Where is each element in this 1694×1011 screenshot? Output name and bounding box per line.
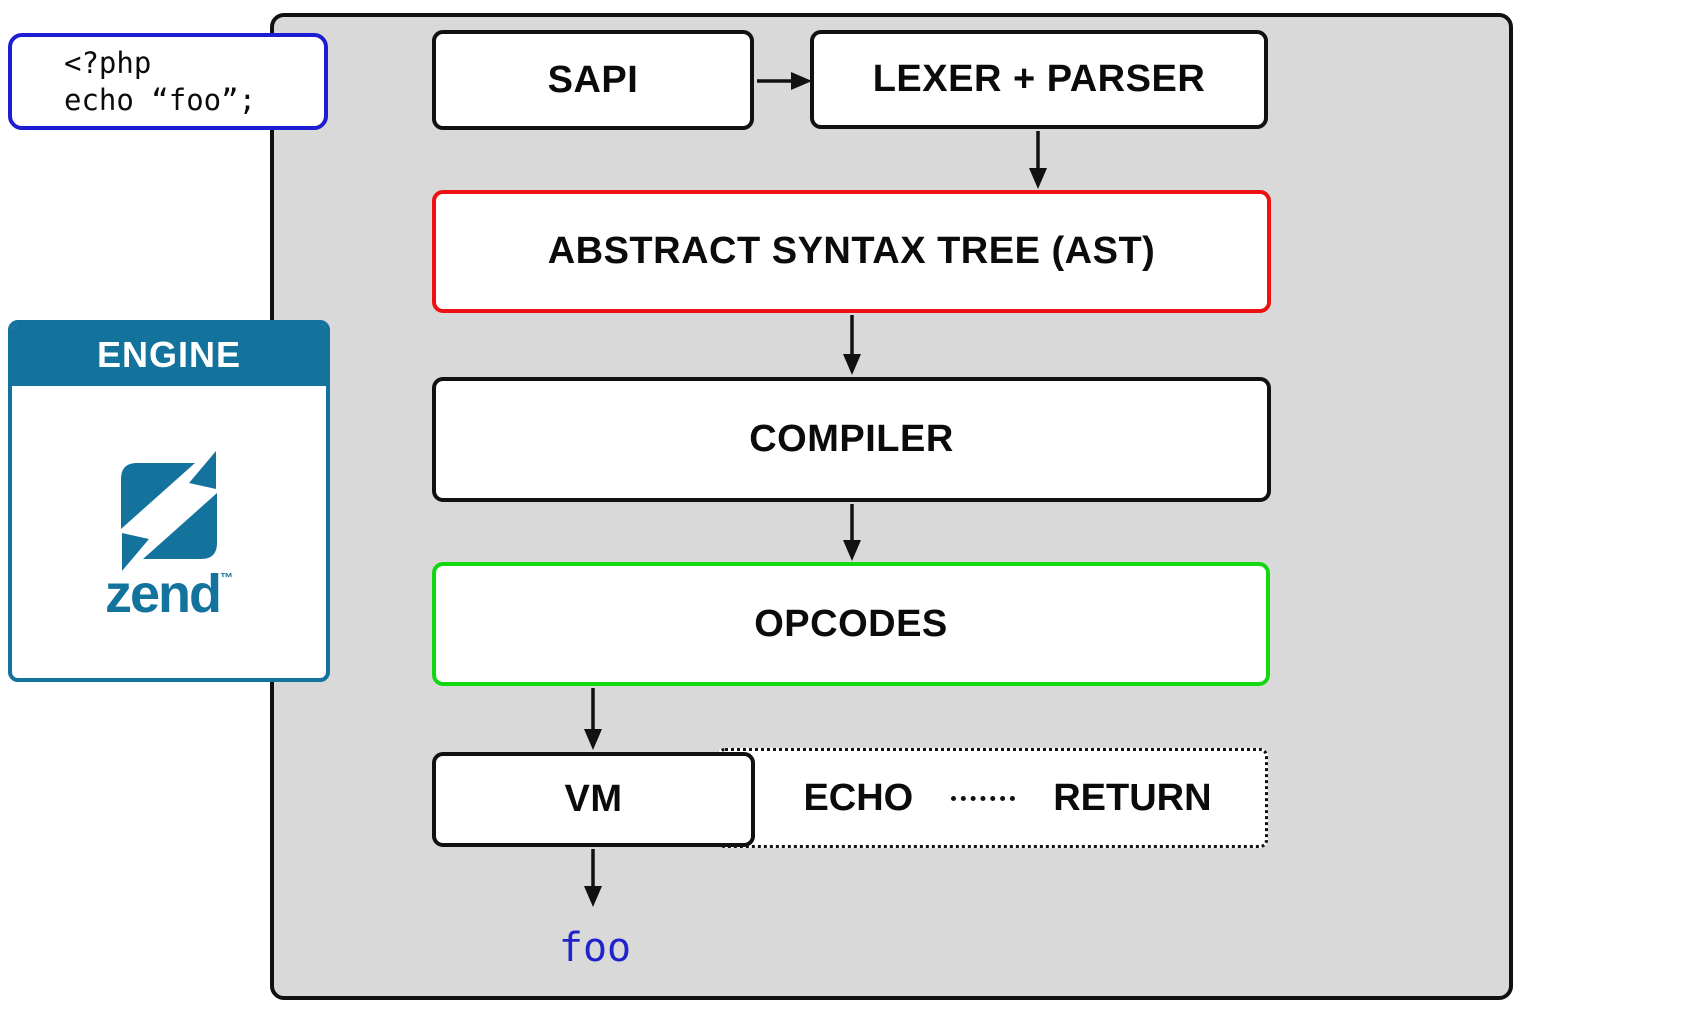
zend-wordmark: zend ™ bbox=[105, 567, 233, 621]
zend-trademark-symbol: ™ bbox=[220, 570, 233, 585]
engine-card-header: ENGINE bbox=[12, 324, 326, 386]
node-opcodes: OPCODES bbox=[432, 562, 1270, 686]
node-compiler: COMPILER bbox=[432, 377, 1271, 502]
vm-label: VM bbox=[564, 778, 623, 820]
zend-logo-icon bbox=[121, 451, 217, 571]
engine-card-body: zend ™ bbox=[12, 386, 326, 678]
compiler-label: COMPILER bbox=[749, 418, 954, 460]
return-opcode-label: RETURN bbox=[1053, 776, 1212, 819]
lexer-parser-label: LEXER + PARSER bbox=[872, 58, 1206, 100]
sapi-label: SAPI bbox=[547, 58, 639, 101]
engine-header-label: ENGINE bbox=[96, 334, 242, 375]
opcode-instructions-box: ECHO RETURN bbox=[717, 748, 1268, 848]
echo-return-dotted-connector bbox=[951, 795, 1016, 801]
php-source-code-box: <?php echo “foo”; bbox=[8, 33, 328, 130]
opcodes-label: OPCODES bbox=[754, 602, 948, 645]
zend-engine-card: ENGINE zend ™ bbox=[8, 320, 330, 682]
echo-opcode-label: ECHO bbox=[803, 776, 914, 819]
engine-internals-container bbox=[270, 13, 1513, 1000]
zend-wordmark-text: zend bbox=[104, 564, 222, 624]
node-lexer-parser: LEXER + PARSER bbox=[810, 30, 1268, 129]
program-output-text: foo bbox=[558, 925, 632, 971]
node-vm: VM bbox=[432, 752, 755, 847]
node-sapi: SAPI bbox=[432, 30, 754, 130]
php-code-line-2: echo “foo”; bbox=[64, 82, 257, 117]
php-code-line-1: <?php bbox=[64, 45, 152, 80]
ast-label: ABSTRACT SYNTAX TREE (AST) bbox=[547, 230, 1156, 272]
node-abstract-syntax-tree: ABSTRACT SYNTAX TREE (AST) bbox=[432, 190, 1271, 313]
